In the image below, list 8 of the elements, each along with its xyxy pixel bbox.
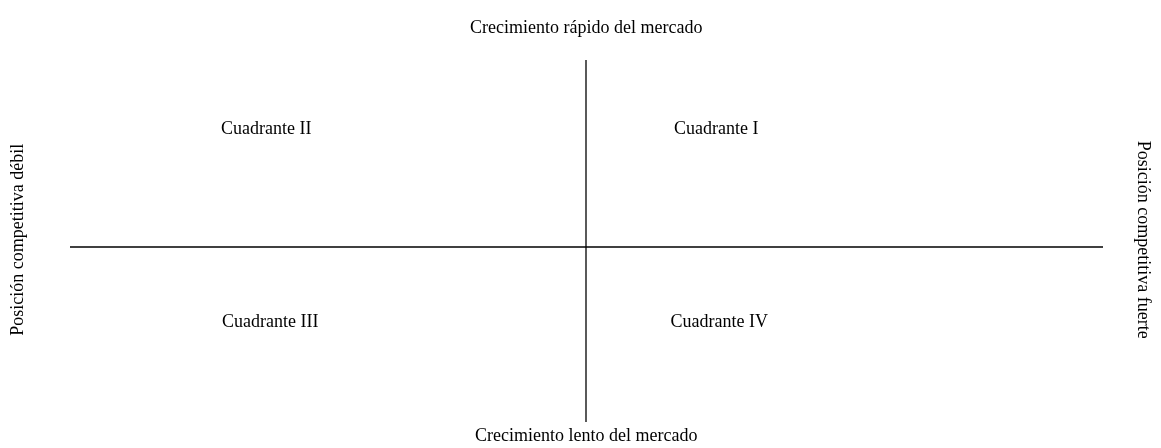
quadrant-label: Cuadrante IV bbox=[670, 311, 768, 333]
axis-label: Posición competitiva débil bbox=[7, 143, 29, 336]
quadrant-label: Cuadrante I bbox=[674, 118, 759, 140]
axis-label: Crecimiento rápido del mercado bbox=[470, 17, 703, 39]
axis-label: Posición competitiva fuerte bbox=[1132, 140, 1154, 339]
quadrant-label: Cuadrante III bbox=[222, 311, 319, 333]
axis-label: Crecimiento lento del mercado bbox=[475, 425, 698, 447]
quadrant-label: Cuadrante II bbox=[221, 118, 312, 140]
